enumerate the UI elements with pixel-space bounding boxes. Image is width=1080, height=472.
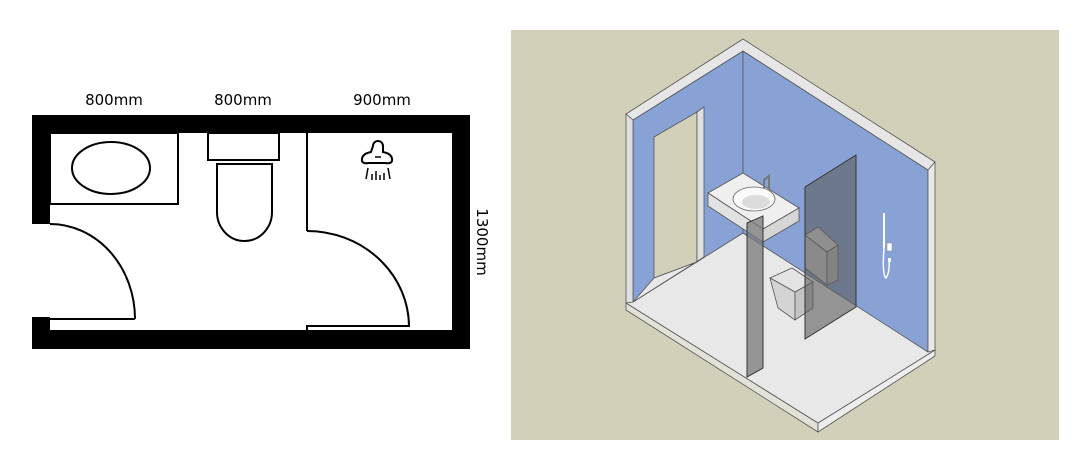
plan-shower-door-swing	[306, 230, 410, 328]
plan-entrance-door-swing	[49, 223, 136, 320]
dimension-label-toilet: 800mm	[214, 91, 272, 109]
iso-sink-basin-inner	[742, 195, 770, 209]
plan-shower-door-leaf	[306, 325, 409, 330]
iso-partition-panel	[746, 215, 764, 378]
dimension-label-shower: 900mm	[353, 91, 411, 109]
iso-shower-fixture-icon	[882, 213, 893, 280]
dimension-label-sink: 800mm	[85, 91, 143, 109]
iso-faucet-icon	[763, 173, 770, 189]
plan-sink-basin	[71, 141, 151, 195]
floor-plan: 800mm 800mm 900mm 1300mm	[32, 91, 491, 349]
shower-icon	[360, 140, 394, 180]
plan-sink-counter	[49, 132, 179, 205]
iso-right-wall-end	[927, 160, 936, 353]
dimension-label-depth: 1300mm	[473, 208, 491, 275]
iso-door-threshold	[632, 256, 705, 303]
iso-door-opening	[653, 111, 698, 279]
plan-toilet-tank	[207, 132, 280, 161]
iso-door-jamb	[696, 106, 705, 263]
plan-walls	[32, 115, 470, 349]
iso-left-wall-end	[625, 113, 634, 304]
iso-glass-shower-screen	[804, 154, 857, 340]
plan-toilet-bowl	[216, 163, 273, 242]
isometric-view	[511, 30, 1059, 440]
